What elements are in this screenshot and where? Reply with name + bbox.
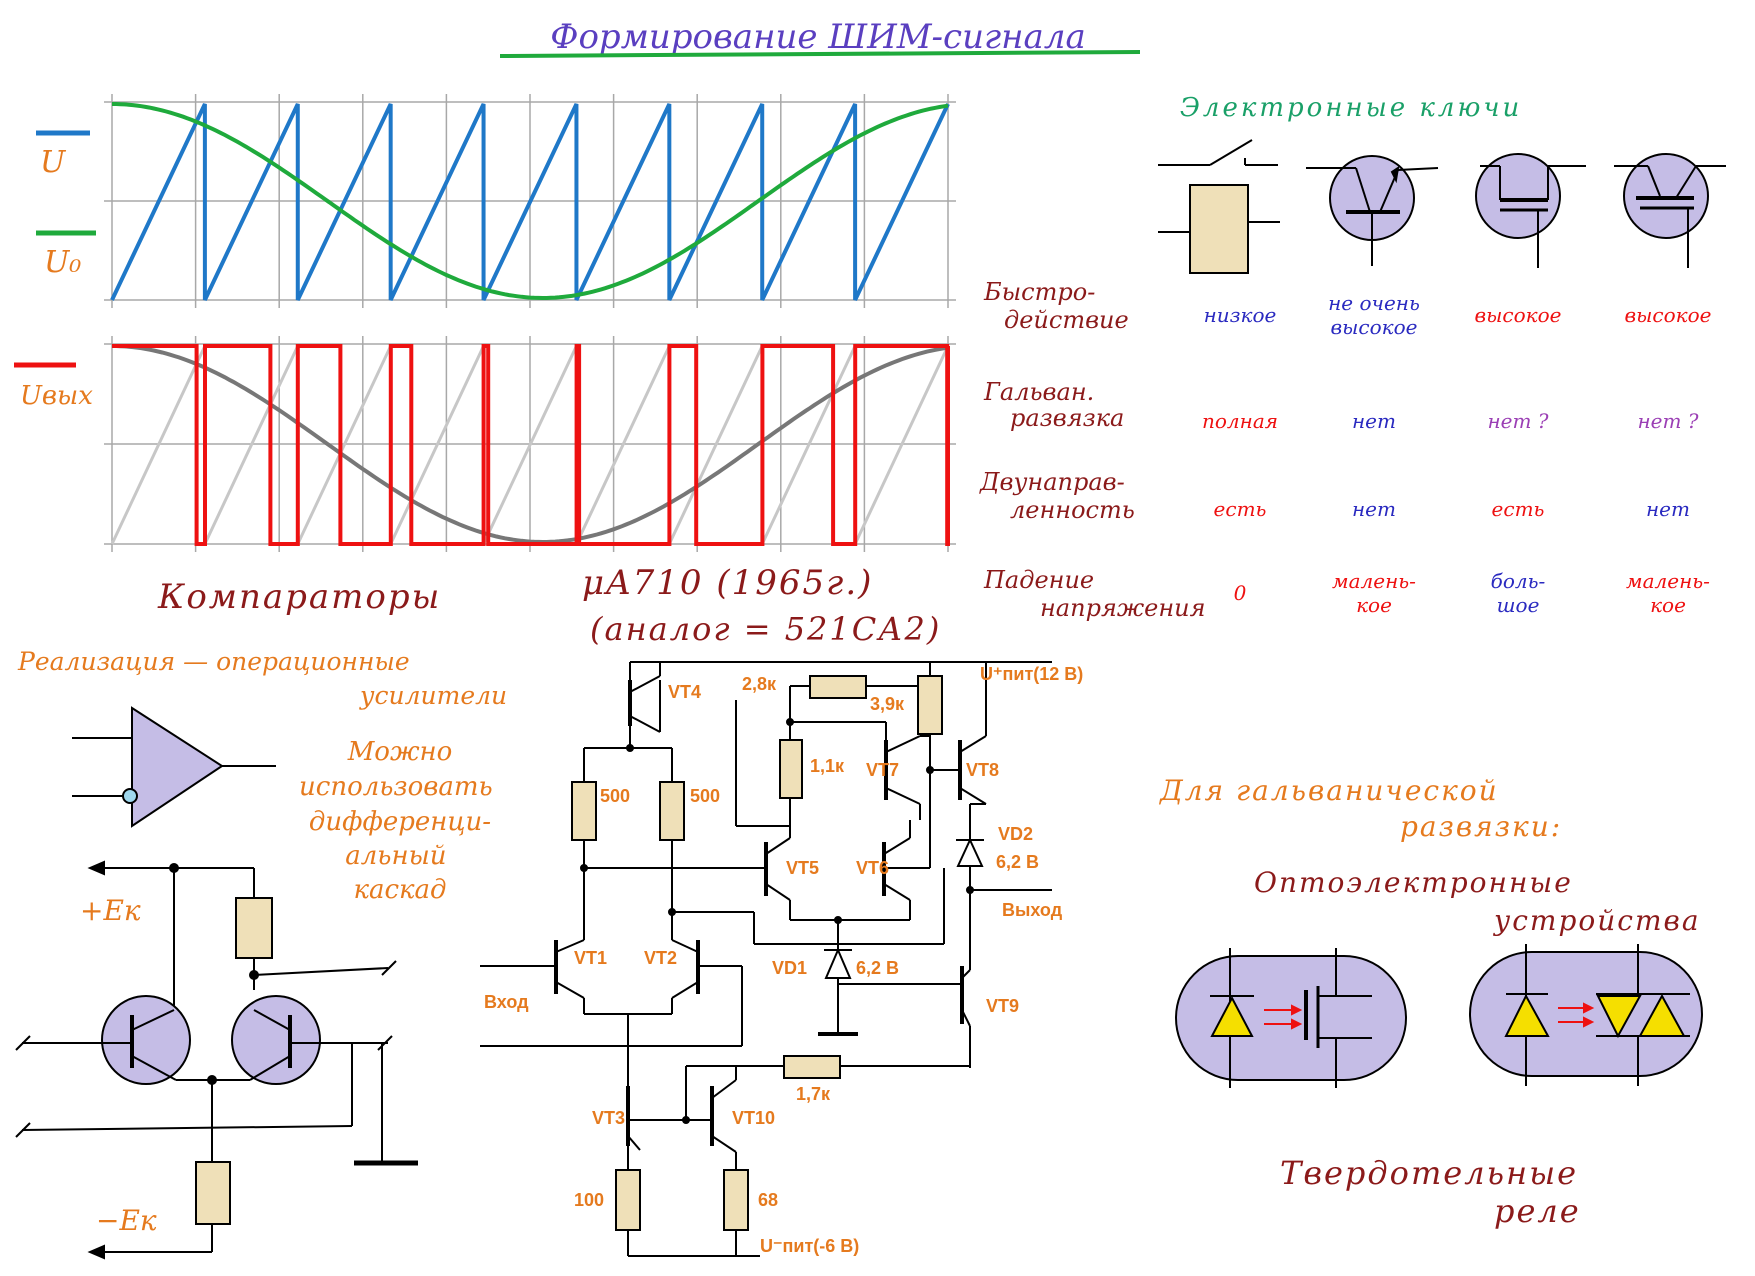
label-r28: 2,8к bbox=[742, 674, 777, 694]
ssr-arrows bbox=[1558, 1002, 1595, 1028]
diff-pair-circuit bbox=[15, 860, 418, 1260]
ua710-schematic bbox=[480, 661, 1052, 1257]
page-title: Формирование ШИМ-сигнала bbox=[550, 17, 1086, 57]
label-r68: 68 bbox=[758, 1190, 778, 1210]
plus-ek: +Eк bbox=[80, 894, 141, 927]
relay-icon bbox=[1158, 139, 1280, 274]
label-upp: U⁺пит(12 В) bbox=[980, 664, 1083, 684]
keys-heading: Электронные ключи bbox=[1180, 93, 1522, 123]
label-r500a: 500 bbox=[600, 786, 630, 806]
label-vd1: VD1 bbox=[772, 958, 807, 978]
sine-line bbox=[112, 102, 949, 300]
ua710-labels: VT4 2,8к 3,9к U⁺пит(12 В) 1,1к VT7 VT8 5… bbox=[484, 664, 1083, 1256]
mosfet-icon bbox=[1475, 153, 1586, 268]
label-vt8: VT8 bbox=[966, 760, 999, 780]
key-cell: малень-кое bbox=[1332, 569, 1416, 617]
sine-line bbox=[112, 344, 949, 544]
key-cell: нет ? bbox=[1487, 409, 1548, 433]
row-label-isolation: Гальван.развязка bbox=[983, 378, 1124, 432]
row-label-bidirectional: Двунаправ-ленность bbox=[979, 468, 1135, 524]
key-cell: высокое bbox=[1625, 303, 1712, 327]
label-vt4: VT4 bbox=[668, 682, 701, 702]
ua710-title: μA710 (1965г.) bbox=[582, 563, 873, 603]
key-cell: боль-шое bbox=[1491, 569, 1546, 617]
label-umm: U⁻пит(-6 В) bbox=[760, 1236, 859, 1256]
ua710-analog: (аналог = 521СА2) bbox=[590, 610, 941, 648]
key-cell: нет bbox=[1352, 409, 1396, 433]
label-r500b: 500 bbox=[690, 786, 720, 806]
key-cell: малень-кое bbox=[1626, 569, 1710, 617]
legend-u-label: U bbox=[40, 145, 67, 180]
keys-table: Быстро-действие Гальван.развязка Двунапр… bbox=[979, 278, 1712, 622]
igbt-icon bbox=[1614, 153, 1726, 268]
label-vyhod: Выход bbox=[1002, 900, 1063, 920]
label-r11: 1,1к bbox=[810, 756, 845, 776]
key-cell: низкое bbox=[1204, 303, 1277, 327]
sawtooth-line bbox=[110, 345, 950, 545]
title-underline bbox=[499, 50, 1141, 58]
sawtooth-sine-chart bbox=[104, 94, 956, 308]
key-cell: нет bbox=[1352, 497, 1396, 521]
key-cell: нет ? bbox=[1637, 409, 1698, 433]
label-vt6: VT6 bbox=[856, 858, 889, 878]
label-r17: 1,7к bbox=[796, 1084, 831, 1104]
key-cell: нет bbox=[1646, 497, 1690, 521]
key-cell: высокое bbox=[1475, 303, 1562, 327]
label-vt3: VT3 bbox=[592, 1108, 625, 1128]
key-cell: 0 bbox=[1234, 581, 1247, 605]
comparators-heading: Компараторы bbox=[157, 577, 441, 617]
label-vt1: VT1 bbox=[574, 948, 607, 968]
sawtooth-line bbox=[110, 103, 950, 301]
pwm-line bbox=[112, 344, 950, 546]
optocoupler-icon bbox=[1175, 948, 1407, 1088]
label-vt9: VT9 bbox=[986, 996, 1019, 1016]
legend-u0-label: U₀ bbox=[44, 245, 81, 280]
label-r100: 100 bbox=[574, 1190, 604, 1210]
label-vd2: VD2 bbox=[998, 824, 1033, 844]
label-vt7: VT7 bbox=[866, 760, 899, 780]
opamp-icon bbox=[72, 706, 276, 828]
pwm-output-chart bbox=[104, 336, 956, 552]
label-vd2v: 6,2 В bbox=[996, 852, 1039, 872]
minus-ek: −Eк bbox=[96, 1204, 157, 1237]
key-cell: есть bbox=[1492, 497, 1545, 521]
key-cell: полная bbox=[1202, 409, 1278, 433]
label-vt2: VT2 bbox=[644, 948, 677, 968]
label-r39: 3,9к bbox=[870, 694, 905, 714]
legend-uout-label: Uвых bbox=[20, 381, 93, 411]
label-vd1v: 6,2 В bbox=[856, 958, 899, 978]
label-vt10: VT10 bbox=[732, 1108, 775, 1128]
label-vhod: Вход bbox=[484, 992, 529, 1012]
key-cell: есть bbox=[1214, 497, 1267, 521]
row-label-speed: Быстро-действие bbox=[983, 278, 1129, 334]
optocoupler-arrows bbox=[1264, 1004, 1303, 1030]
label-vt5: VT5 bbox=[786, 858, 819, 878]
bipolar-transistor-icon bbox=[1306, 155, 1439, 266]
solid-state-relay-icon bbox=[1469, 944, 1703, 1086]
